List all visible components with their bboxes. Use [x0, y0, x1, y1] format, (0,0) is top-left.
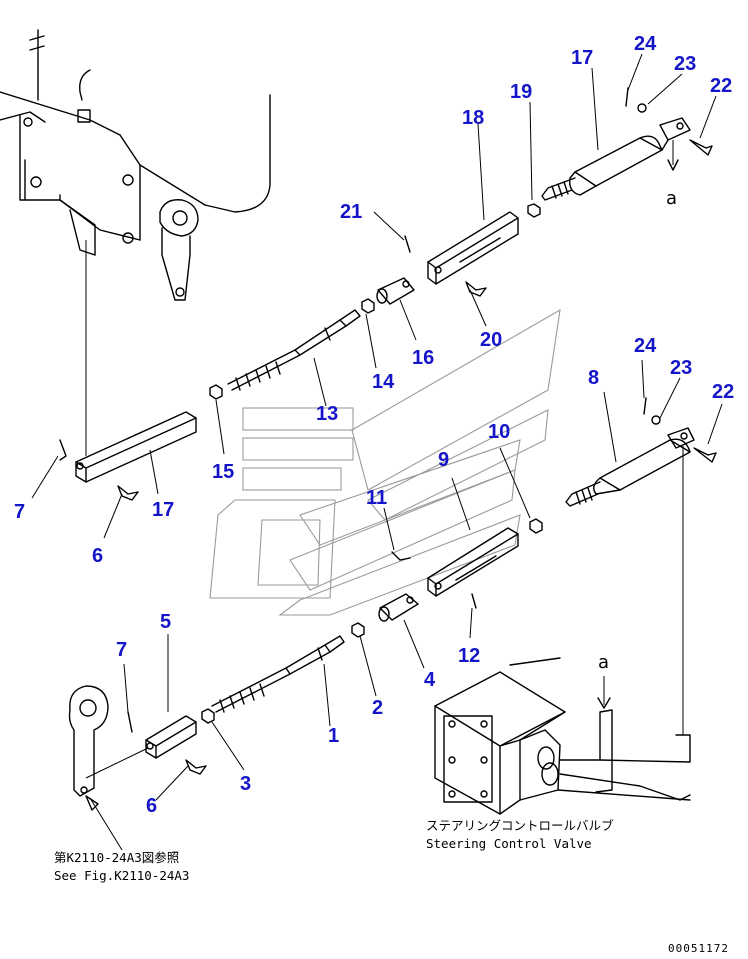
- callout-23: 23: [670, 357, 692, 379]
- lever-17-lower: [59, 411, 197, 501]
- callout-17: 17: [152, 499, 174, 521]
- callout-14: 14: [372, 371, 395, 393]
- callout-5: 5: [160, 611, 171, 633]
- cylinder-8: [565, 397, 717, 735]
- rod-1: [201, 622, 365, 724]
- callout-24: 24: [634, 33, 657, 55]
- callout-11: 11: [366, 487, 387, 509]
- steering-arm: [68, 685, 109, 797]
- callout-22: 22: [710, 75, 732, 97]
- callout-2: 2: [372, 697, 383, 719]
- arrow-label-a-bottom: a: [598, 652, 609, 673]
- callout-18: 18: [462, 107, 484, 129]
- callout-6: 6: [92, 545, 103, 567]
- callout-20: 20: [480, 329, 502, 351]
- clevis-4: [378, 593, 419, 622]
- callouts: 17 24 23 22 19 18 21 20 16 14 13 15 7 17…: [14, 33, 734, 817]
- callout-10: 10: [488, 421, 510, 443]
- watermark-logo: [209, 308, 561, 616]
- arrow-label-a-top: a: [666, 188, 677, 209]
- callout-19: 19: [510, 81, 532, 103]
- reference-note-jp: 第K2110-24A3図参照: [54, 850, 179, 865]
- clevis-9: [391, 527, 519, 609]
- valve-label-jp: ステアリングコントロールバルブ: [426, 818, 614, 833]
- upper-cylinder-17: [541, 87, 713, 201]
- steering-control-valve: [434, 657, 691, 815]
- lever-5: [85, 711, 207, 779]
- reference-note-en: See Fig.K2110-24A3: [54, 868, 189, 883]
- nut-19: [527, 203, 541, 218]
- callout-12: 12: [458, 645, 480, 667]
- serial-number: 00051172: [668, 942, 729, 955]
- callout-9: 9: [438, 449, 449, 471]
- callout-6: 6: [146, 795, 157, 817]
- clevis-16: [376, 277, 415, 305]
- callout-4: 4: [424, 669, 436, 691]
- callout-3: 3: [240, 773, 251, 795]
- callout-15: 15: [212, 461, 234, 483]
- clevis-18: [404, 211, 519, 297]
- nut-10: [529, 518, 543, 534]
- callout-7: 7: [116, 639, 127, 661]
- callout-1: 1: [328, 725, 339, 747]
- callout-23: 23: [674, 53, 696, 75]
- upper-rod-13: [209, 298, 375, 400]
- valve-label-en: Steering Control Valve: [426, 836, 592, 851]
- reference-arrow: [85, 795, 123, 851]
- callout-7: 7: [14, 501, 25, 523]
- machine-frame: [0, 29, 271, 456]
- callout-8: 8: [588, 367, 599, 389]
- leader-lines: [31, 53, 723, 801]
- callout-17: 17: [571, 47, 593, 69]
- callout-13: 13: [316, 403, 338, 425]
- callout-24: 24: [634, 335, 657, 357]
- callout-16: 16: [412, 347, 434, 369]
- callout-22: 22: [712, 381, 734, 403]
- callout-21: 21: [340, 201, 362, 223]
